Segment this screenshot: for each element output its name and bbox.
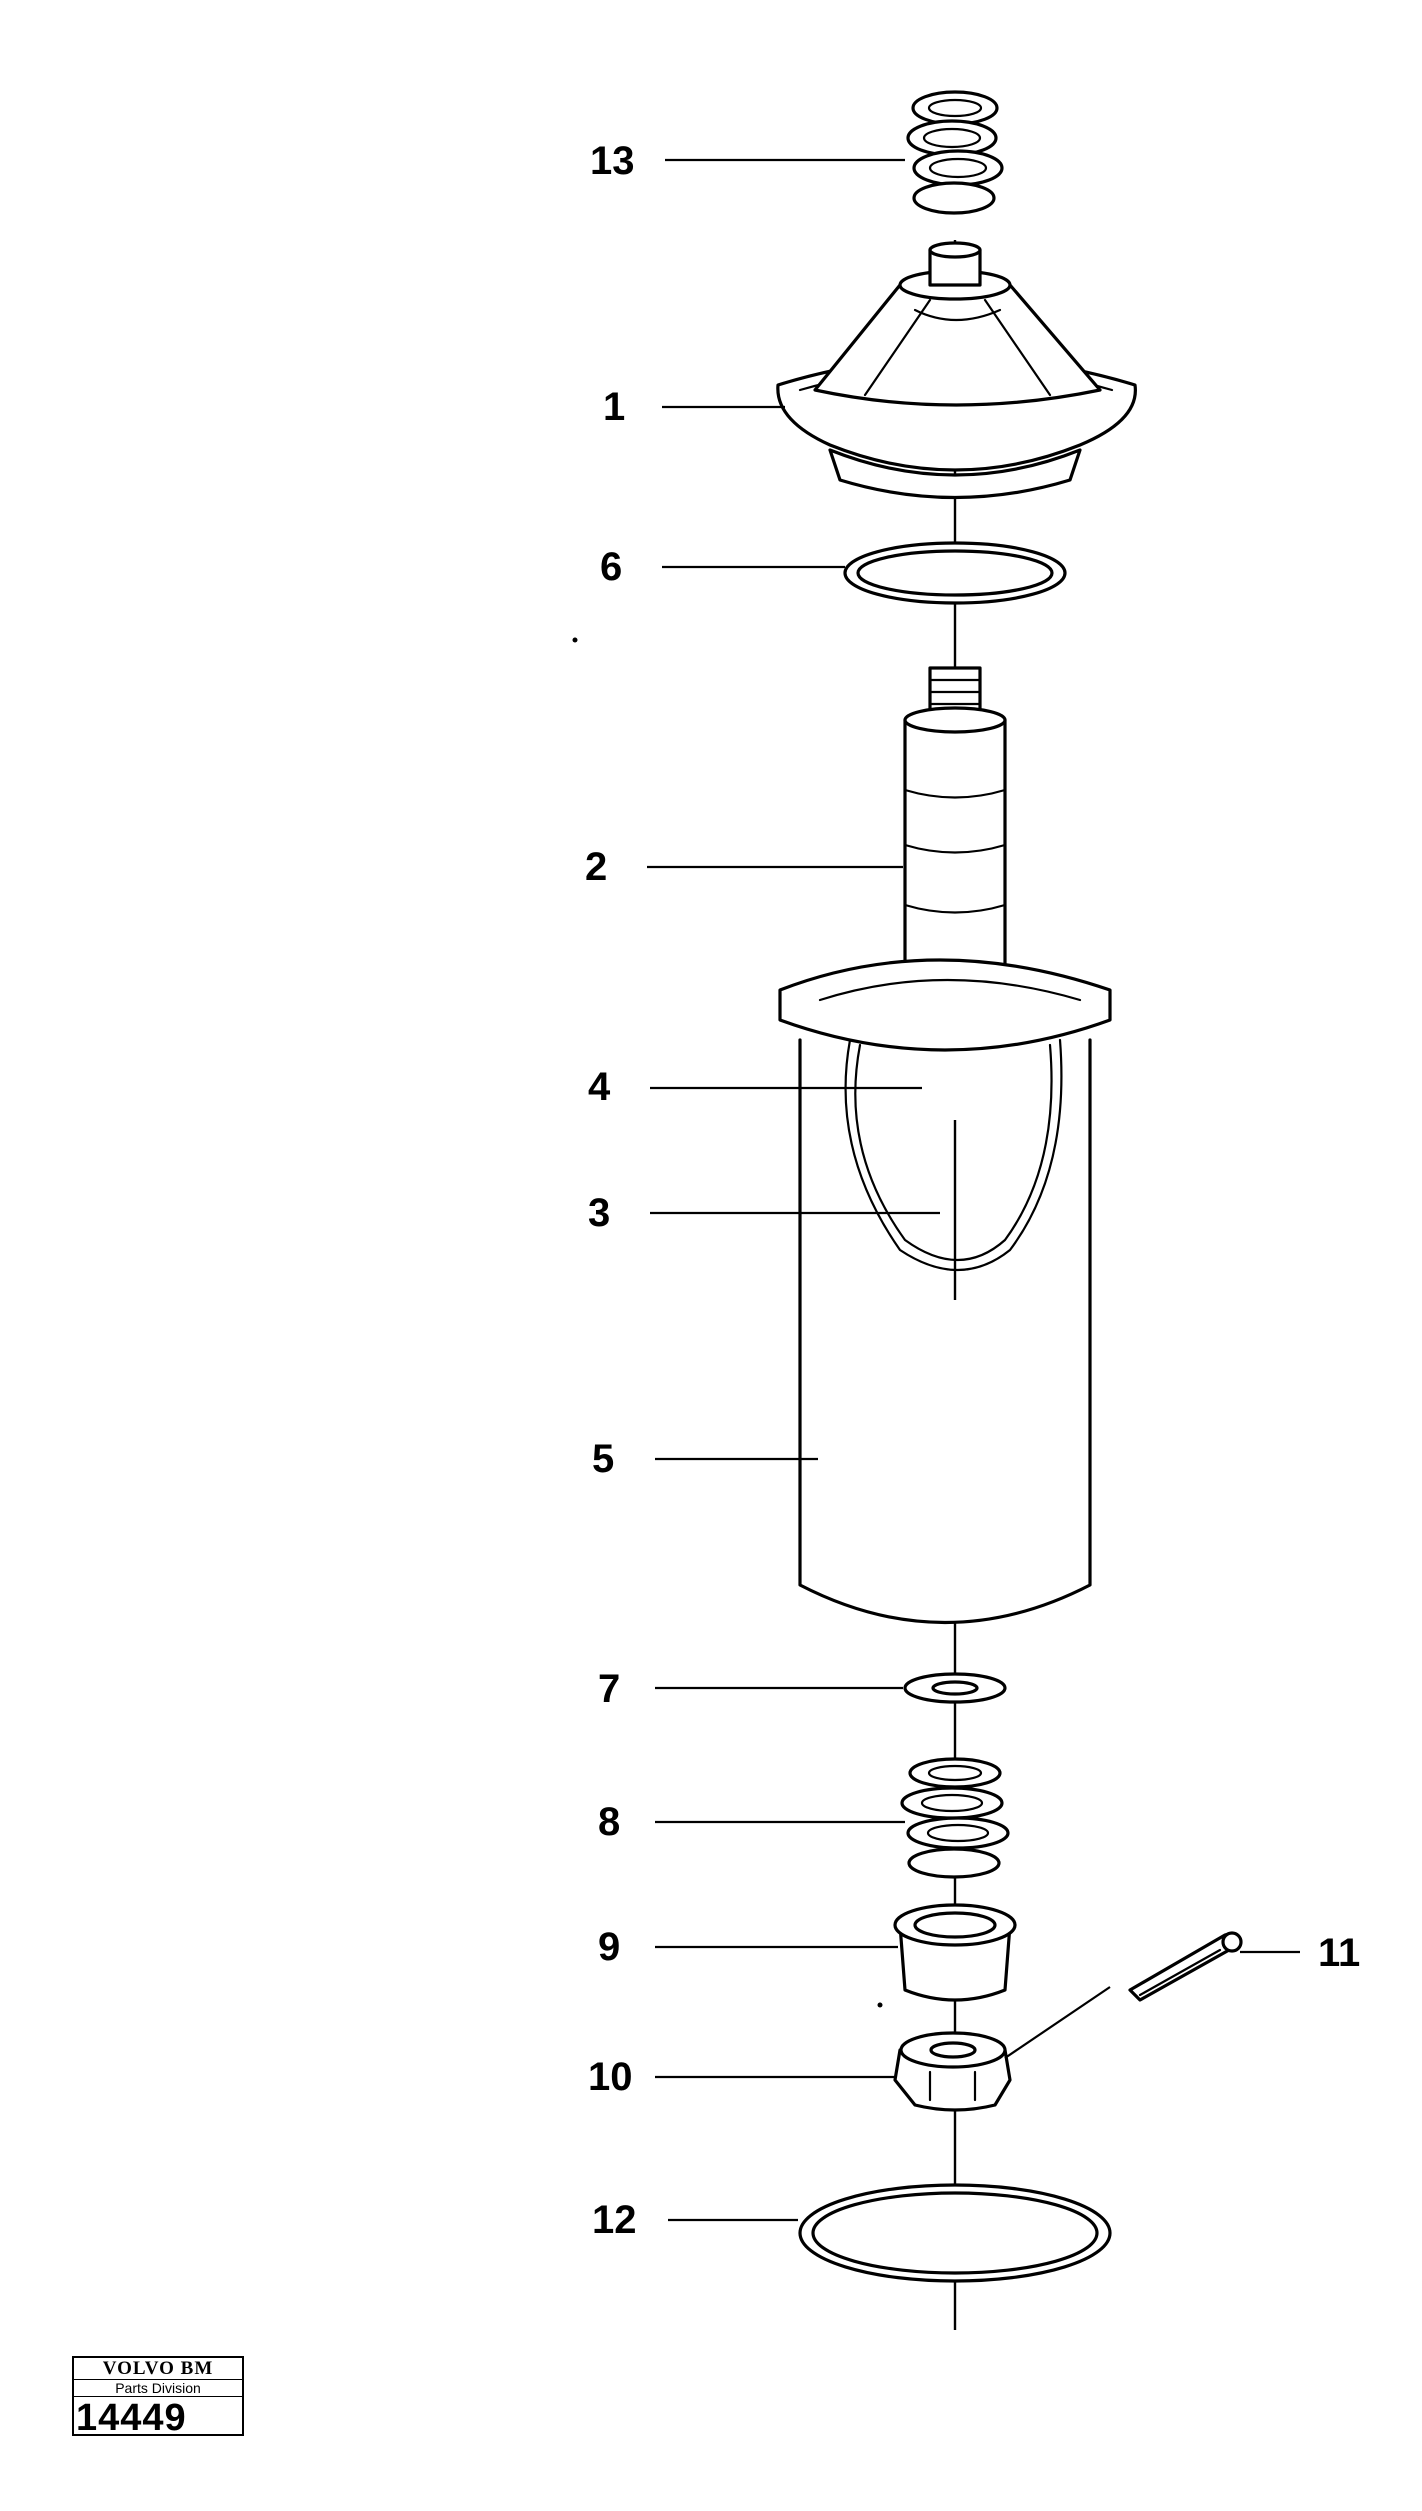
part-6-o-ring	[843, 541, 1067, 605]
callout-1: 1	[603, 385, 625, 429]
speck	[877, 2002, 883, 2008]
part-13-spring	[906, 90, 1004, 215]
callout-3: 3	[588, 1191, 610, 1235]
callout-2: 2	[585, 845, 607, 889]
callout-4: 4	[588, 1065, 611, 1109]
callout-7: 7	[598, 1667, 620, 1711]
part-7-washer	[903, 1672, 1007, 1704]
callout-9: 9	[598, 1925, 620, 1969]
callout-12: 12	[592, 2198, 637, 2242]
logo-brand: VOLVO BM	[102, 2358, 214, 2379]
part-10-nut	[893, 2031, 1012, 2112]
callout-6: 6	[600, 545, 622, 589]
part-12-o-ring	[798, 2183, 1112, 2283]
callout-10: 10	[588, 2055, 633, 2099]
leader-11b	[1004, 1986, 1111, 2059]
volvo-bm-parts-logo: VOLVO BM Parts Division 14449	[72, 2356, 244, 2439]
leader-lines	[647, 158, 1300, 2222]
logo-division: Parts Division	[74, 2379, 242, 2397]
part-9-bushing	[893, 1903, 1017, 2002]
part-5-housing	[778, 958, 1112, 1625]
speck	[572, 637, 578, 643]
callout-5: 5	[592, 1437, 614, 1481]
part-8-spring	[900, 1757, 1010, 1879]
illustration-number: 14449	[76, 2397, 187, 2439]
callout-11: 11	[1318, 1931, 1360, 1975]
part-1-valve-cap	[776, 241, 1137, 500]
callout-8: 8	[598, 1800, 620, 1844]
part-11-cotter-pin	[1128, 1931, 1243, 2002]
callout-13: 13	[590, 139, 635, 183]
